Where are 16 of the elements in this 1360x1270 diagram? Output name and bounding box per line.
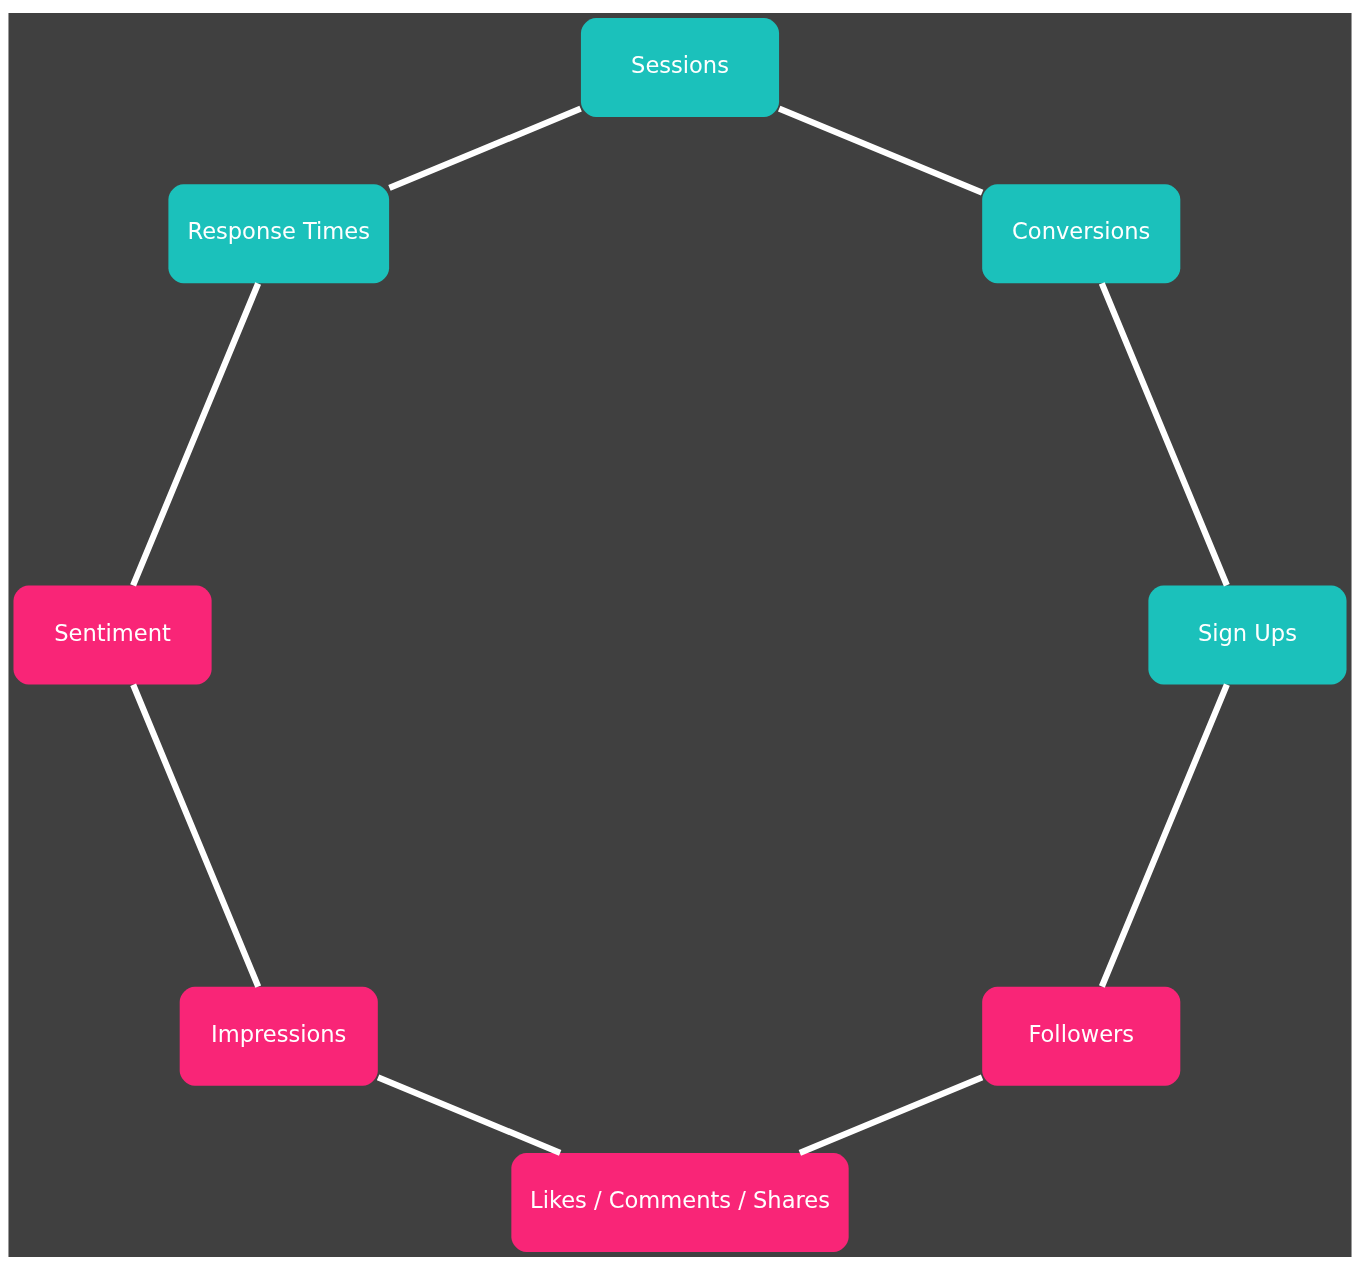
connector <box>376 1074 562 1156</box>
connector <box>798 1074 984 1156</box>
connector <box>130 282 262 587</box>
node-box: Conversions <box>982 184 1181 284</box>
node-box: Sign Ups <box>1148 585 1347 685</box>
connector <box>130 683 262 988</box>
connector <box>777 105 984 196</box>
connector <box>1098 282 1230 587</box>
connector <box>1098 683 1230 988</box>
node-box: Response Times <box>168 184 390 284</box>
node-box: Impressions <box>179 986 378 1086</box>
node-box: Followers <box>982 986 1181 1086</box>
node-box: Likes / Comments / Shares <box>511 1152 849 1252</box>
node-box: Sessions <box>580 18 780 118</box>
node-box: Sentiment <box>13 585 212 685</box>
connector <box>388 105 582 191</box>
